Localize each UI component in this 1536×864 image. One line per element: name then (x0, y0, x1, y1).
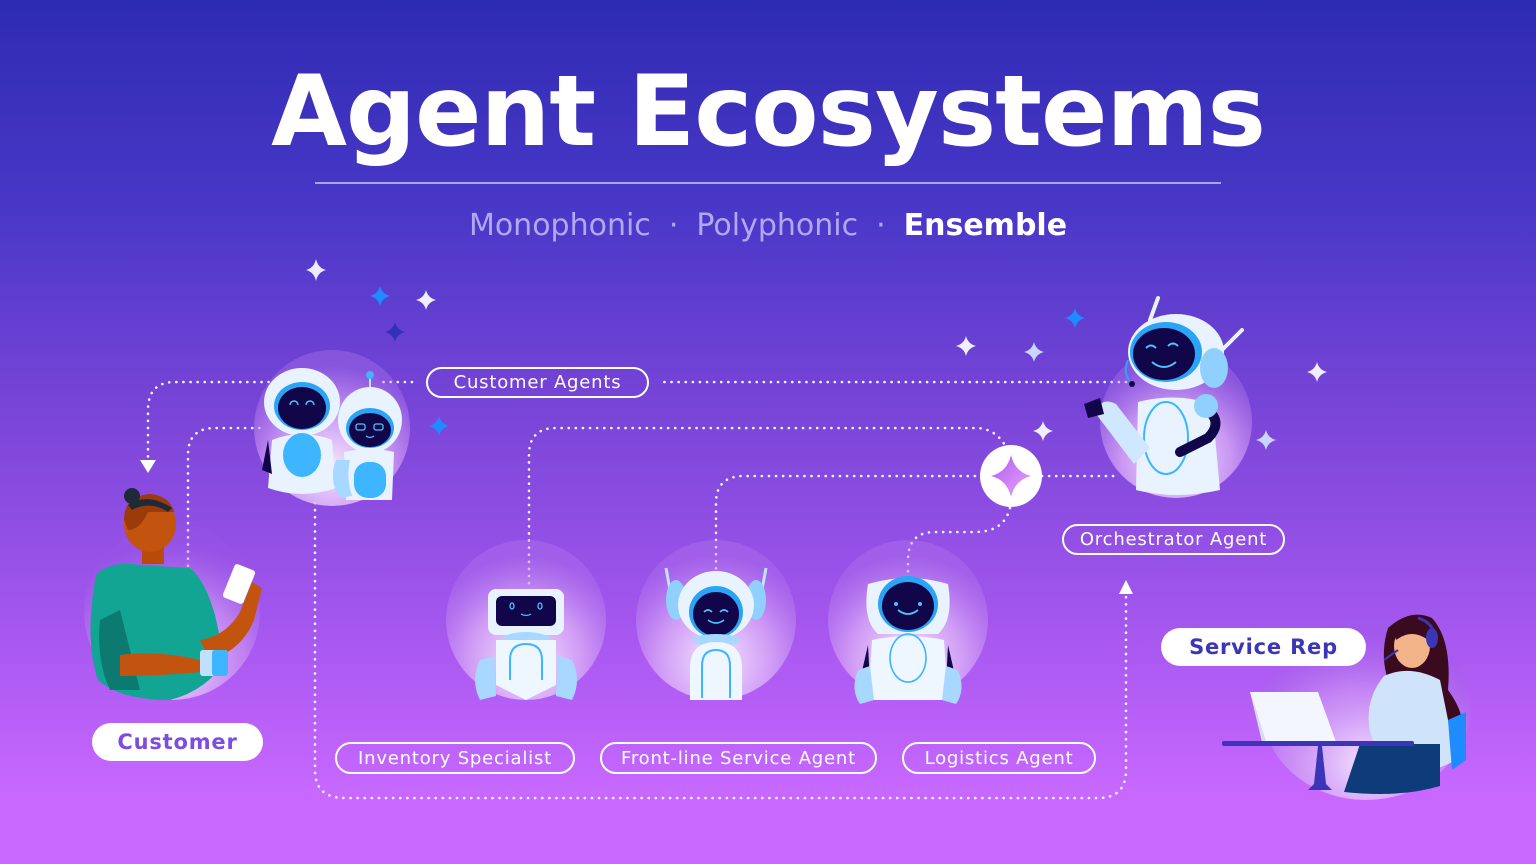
frontline-service-agent-label: Front-line Service Agent (600, 742, 877, 774)
mode-polyphonic: Polyphonic (696, 208, 859, 243)
sparkle-icon (416, 290, 436, 310)
sparkle-icon (385, 322, 405, 342)
inventory-specialist-label: Inventory Specialist (335, 742, 575, 774)
customer-person-illustration (84, 488, 262, 700)
mode-monophonic: Monophonic (468, 208, 651, 243)
sparkle-icon (1024, 342, 1044, 362)
sparkle-icon (1256, 430, 1276, 450)
sparkle-icon (370, 286, 390, 306)
customer-label: Customer (92, 723, 263, 761)
sparkle-icon (956, 336, 976, 356)
logistics-robot-icon (828, 540, 988, 704)
arrow-down-icon (140, 460, 156, 473)
sparkle-icon (306, 259, 326, 281)
service-rep-label: Service Rep (1161, 628, 1366, 666)
orchestrator-robot-illustration (1084, 296, 1252, 498)
logistics-agent-label: Logistics Agent (902, 742, 1096, 774)
mode-separator: · (668, 208, 679, 243)
sparkle-icon (1033, 421, 1053, 441)
customer-agents-label: Customer Agents (426, 367, 649, 398)
sparkle-icon (1307, 362, 1327, 382)
sparkle-hub-icon (980, 445, 1042, 507)
mode-list: Monophonic · Polyphonic · Ensemble (0, 204, 1536, 248)
orchestrator-agent-label: Orchestrator Agent (1062, 524, 1285, 555)
mode-separator: · (876, 208, 886, 243)
sparkle-icon (429, 416, 449, 436)
inventory-specialist-robot-icon (446, 540, 606, 700)
page-title: Agent Ecosystems (271, 55, 1266, 169)
sparkle-icon (1065, 308, 1085, 328)
customer-agents-robots-icon (254, 350, 410, 506)
connector-bottom-loop (313, 501, 1128, 800)
sparkle-decorations (306, 259, 1327, 450)
mode-ensemble: Ensemble (903, 208, 1068, 243)
arrow-up-icon (1119, 580, 1133, 594)
title-divider (315, 182, 1221, 184)
frontline-service-robot-icon (636, 540, 796, 700)
